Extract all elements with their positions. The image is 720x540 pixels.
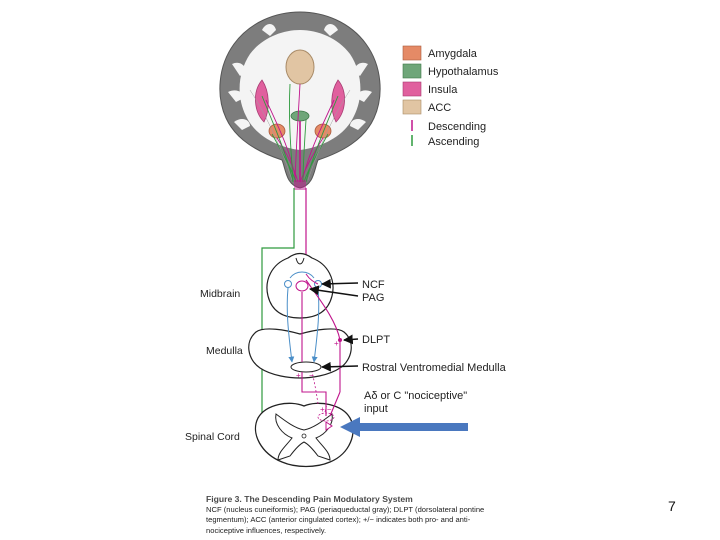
page-number: 7 [668,498,676,514]
medulla-label: Medulla [206,345,243,357]
dlpt-label: DLPT [362,334,390,346]
midbrain-label: Midbrain [200,288,240,300]
hypothalamus-region [290,110,310,122]
legend-label-amygdala: Amygdala [428,48,478,60]
pag-arrow [309,285,359,297]
caption-title: Figure 3. The Descending Pain Modulatory… [206,494,413,504]
legend-label-acc: ACC [428,102,451,114]
central-canal [301,433,307,439]
input-arrow-shaft [358,423,468,431]
legend-swatch-acc [402,99,422,115]
legend-label-insula: Insula [428,84,458,96]
ncf-left [284,280,292,288]
ncf-arrow [321,278,359,289]
label-arrows [309,278,468,437]
legend-swatch-insula [402,81,422,97]
spinal-cord-section [254,402,354,468]
dlpt-arrow [343,334,359,345]
pag-region [295,280,309,292]
rvm-label: Rostral Ventromedial Medulla [362,362,507,374]
brain-section [219,11,381,190]
structure-labels: Midbrain Medulla Spinal Cord NCF PAG DLP… [185,279,507,443]
legend-swatch-amygdala [402,45,422,61]
caption-body: NCF (nucleus cuneiformis); PAG (periaque… [206,505,485,535]
fiber-bundle [249,83,351,183]
acc-region [285,49,315,85]
legend-swatch-hypothalamus [402,63,422,79]
ncf-projection-left [286,287,295,363]
legend-label-descending: Descending [428,121,486,133]
sign-plus-dlpt: + [334,339,339,348]
legend-label-ascending: Ascending [428,136,479,148]
pag-label: PAG [362,292,384,304]
ncf-label: NCF [362,279,385,291]
modulation-signs: + − +/− + [296,339,339,414]
insula-left [255,79,269,123]
sign-plusminus-cord: +/− [320,405,332,414]
brainstem-bundle [294,180,306,190]
dorsal-horn-node [325,421,333,431]
figure-caption: Figure 3. The Descending Pain Modulatory… [206,494,506,536]
input-arrow-head [340,417,360,437]
insula-right [331,79,345,123]
legend: Amygdala Hypothalamus Insula ACC Descend… [402,45,499,148]
input-label-line2: input [364,403,388,415]
input-label-line1: Aδ or C "nociceptive" [364,390,467,402]
rvm-to-cord [301,372,327,416]
sign-plus-rvm: + [296,371,301,380]
gyri [228,24,372,130]
legend-label-hypothalamus: Hypothalamus [428,66,499,78]
rvm-arrow [321,361,359,372]
spinal-cord-label: Spinal Cord [185,431,240,443]
rvm-region [290,361,322,373]
gray-matter [275,413,333,461]
midbrain-section [266,252,334,319]
sign-minus-rvm: − [309,371,314,380]
